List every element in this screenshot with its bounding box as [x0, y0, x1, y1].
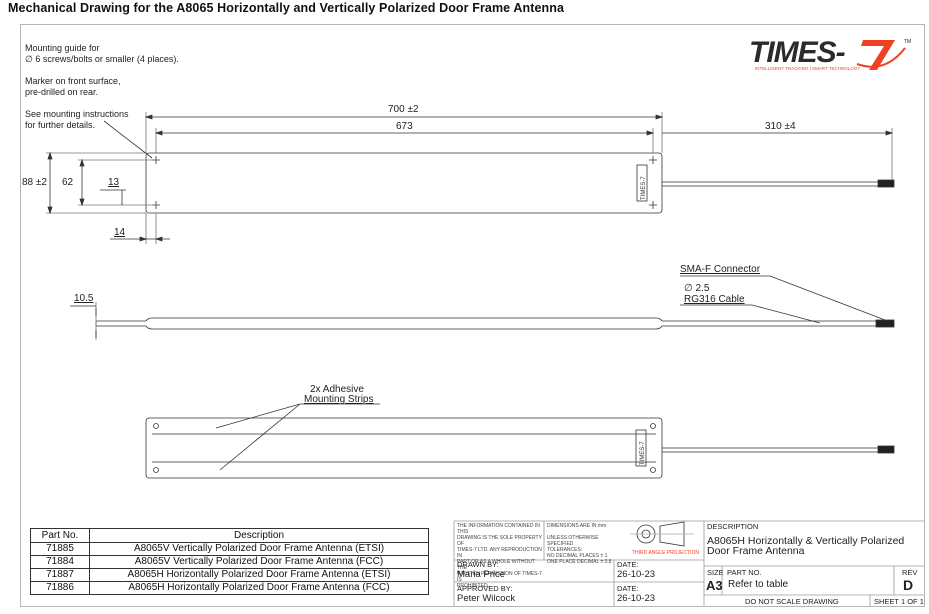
- tb-rev: D: [903, 577, 914, 593]
- tb-description-label: DESCRIPTION: [707, 522, 759, 531]
- tb-drawn-by-label: DRAWN BY:: [457, 560, 499, 569]
- projection-symbol-icon: [630, 521, 694, 547]
- callout-adhesive-1: 2x Adhesive: [310, 384, 364, 395]
- description-cell: A8065H Horizontally Polarized Door Frame…: [89, 581, 429, 595]
- table-row: 71887 A8065H Horizontally Polarized Door…: [30, 568, 429, 582]
- tb-drawn-date: 26-10-23: [617, 569, 656, 580]
- times7-logo-mark: TIMES- TM INTELLIGENT TRACKING | SMART T…: [749, 36, 911, 71]
- tb-tolerances: DIMENSIONS ARE IN mm UNLESS OTHERWISE SP…: [547, 523, 612, 565]
- times7-logo: TIMES- TM INTELLIGENT TRACKING | SMART T…: [745, 34, 915, 74]
- tb-approved-by-label: APPROVED BY:: [457, 584, 513, 593]
- part-no-cell: 71886: [30, 581, 90, 595]
- part-no-cell: 71887: [30, 568, 90, 582]
- tb-proprietary: THE INFORMATION CONTAINED IN THIS DRAWIN…: [457, 523, 542, 589]
- tb-size-label: SIZE: [707, 568, 724, 577]
- connector-rear-view: [877, 445, 895, 454]
- antenna-top-view: [145, 152, 663, 214]
- description-cell: A8065V Vertically Polarized Door Frame A…: [89, 542, 429, 556]
- dim-13: 13: [108, 177, 120, 188]
- description-cell: A8065V Vertically Polarized Door Frame A…: [89, 555, 429, 569]
- cable-leader: [680, 304, 821, 324]
- logo-tagline: INTELLIGENT TRACKING | SMART TECHNOLOGY: [755, 66, 860, 71]
- dim-88: 88 ±2: [22, 177, 47, 188]
- parts-table: Part No. Description 71885 A8065V Vertic…: [30, 528, 429, 595]
- dim-14: 14: [114, 227, 126, 238]
- title-block-grid: [453, 520, 924, 606]
- table-row: 71884 A8065V Vertically Polarized Door F…: [30, 555, 429, 569]
- callout-connector: SMA-F Connector: [680, 264, 761, 275]
- description-cell: A8065H Horizontally Polarized Door Frame…: [89, 568, 429, 582]
- rear-hole: [153, 423, 159, 429]
- connector-top-view: [877, 179, 895, 188]
- table-row: 71885 A8065V Vertically Polarized Door F…: [30, 542, 429, 556]
- cable-top-view: [662, 181, 878, 187]
- dim-10-5: 10.5: [74, 293, 94, 304]
- connector-leader: [680, 275, 886, 321]
- dim-700: 700 ±2: [388, 104, 419, 115]
- antenna-label-rear: [635, 429, 647, 467]
- mounting-hole-marks: [152, 156, 657, 209]
- antenna-label-top: [636, 164, 648, 202]
- antenna-side-view: [96, 317, 876, 322]
- instructions-leader: [103, 120, 153, 159]
- tb-size: A3: [706, 578, 723, 593]
- note-marker: Marker on front surface, pre-drilled on …: [25, 76, 121, 97]
- callout-adhesive-2: Mounting Strips: [304, 394, 374, 405]
- antenna-label-text-top: TIMES-7: [641, 176, 647, 200]
- connector-side-view: [875, 319, 895, 328]
- adhesive-leader: [215, 403, 380, 471]
- antenna-label-text-rear: TIMES-7: [640, 441, 646, 465]
- logo-wordmark: TIMES-: [749, 36, 846, 69]
- tb-scale-note: DO NOT SCALE DRAWING: [745, 597, 839, 606]
- parts-table-header: Part No. Description: [30, 528, 429, 543]
- header-part-no: Part No.: [30, 528, 90, 543]
- tb-drawn-by: Maria Price: [457, 569, 506, 580]
- part-no-cell: 71885: [30, 542, 90, 556]
- dim-line-13: [100, 189, 126, 205]
- tb-approved-by: Peter Wilcock: [457, 593, 516, 604]
- part-no-cell: 71884: [30, 555, 90, 569]
- callout-cable-diameter: ∅ 2.5: [684, 283, 710, 294]
- page-title: Mechanical Drawing for the A8065 Horizon…: [8, 1, 565, 15]
- header-description: Description: [89, 528, 429, 543]
- note-mounting-guide: Mounting guide for ∅ 6 screws/bolts or s…: [25, 43, 179, 64]
- tb-sheet: SHEET 1 OF 1: [874, 597, 924, 606]
- logo-tm: TM: [904, 39, 911, 45]
- tb-rev-label: REV: [902, 568, 918, 577]
- tb-part-no: Refer to table: [728, 579, 789, 590]
- cable-rear-view: [662, 447, 878, 453]
- callout-cable-type: RG316 Cable: [684, 294, 745, 305]
- dim-62: 62: [62, 177, 74, 188]
- dim-673: 673: [396, 121, 413, 132]
- tb-approved-date: 26-10-23: [617, 593, 656, 604]
- tb-projection-label: THIRD ANGLE PROJECTION: [632, 550, 699, 556]
- tb-approved-date-label: DATE:: [617, 584, 639, 593]
- dim-310: 310 ±4: [765, 121, 796, 132]
- tb-description: A8065H Horizontally & Vertically Polariz…: [707, 535, 905, 557]
- antenna-rear-view: [145, 417, 663, 479]
- tb-drawn-date-label: DATE:: [617, 560, 639, 569]
- table-row: 71886 A8065H Horizontally Polarized Door…: [30, 581, 429, 595]
- logo-seven-icon: [861, 40, 895, 70]
- tb-part-no-label: PART NO.: [727, 568, 762, 577]
- note-instructions: See mounting instructions for further de…: [25, 109, 129, 130]
- logo-swoosh-icon: [856, 47, 906, 68]
- adhesive-strips: [152, 433, 656, 463]
- drawing-sheet-border: [20, 24, 925, 607]
